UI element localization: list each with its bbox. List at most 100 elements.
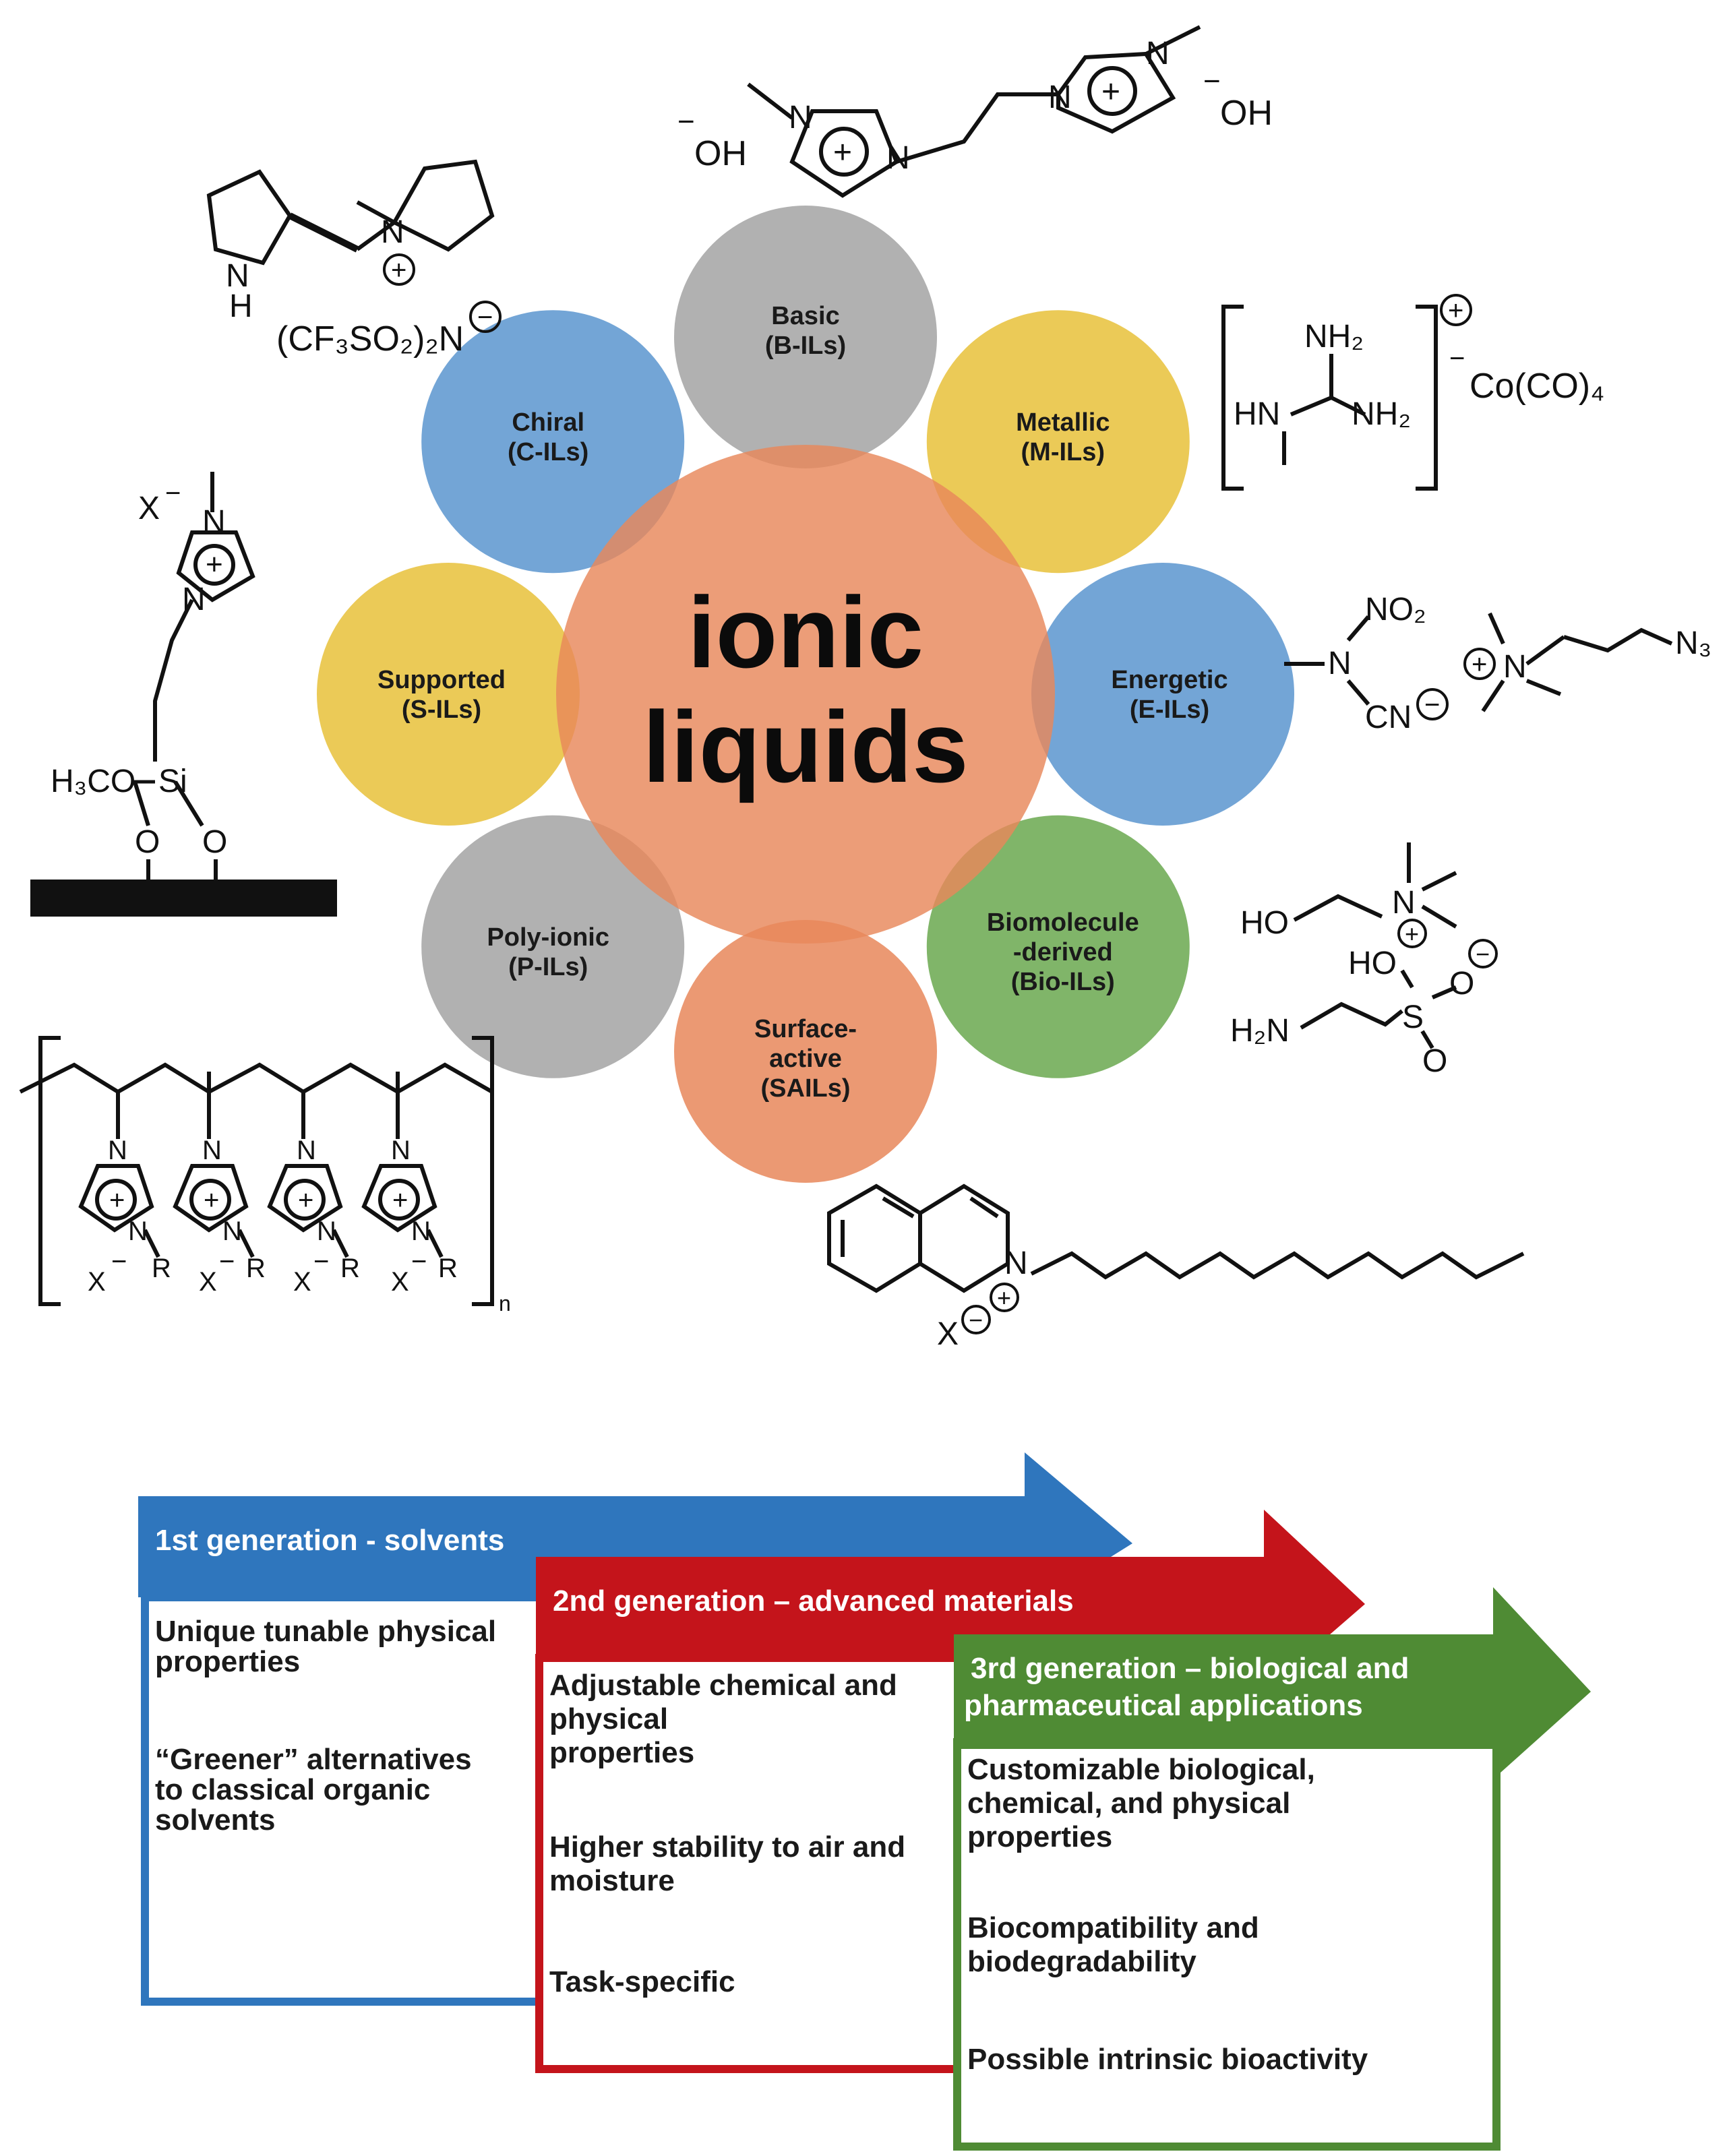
chem-minus-poly-4: − (411, 1247, 427, 1276)
chem-plus-supported: + (206, 548, 223, 581)
chem-n-basic-2: N (886, 140, 910, 176)
chem-plus-poly-4: + (392, 1185, 408, 1215)
chem-n-poly-2a: N (202, 1136, 222, 1165)
chem-n-poly-3b: N (317, 1216, 336, 1246)
generation-1-item-2-line-3: solvents (155, 1804, 276, 1837)
chem-ho-taurine: HO (1348, 946, 1397, 981)
chem-n-energetic: N (1328, 646, 1352, 681)
circle-basic (674, 206, 937, 468)
generation-3-box (953, 1738, 1501, 2151)
chem-minus-energetic: − (1424, 690, 1440, 720)
generation-3-item-1-line-2: chemical, and physical (967, 1787, 1290, 1820)
chem-n-basic-4: N (1146, 36, 1170, 71)
chem-oh-right: OH (1220, 94, 1273, 133)
charge-minus-circle-surface (961, 1305, 991, 1334)
chem-s: S (1402, 999, 1424, 1035)
circle-energetic-label-line-1: Energetic (1111, 666, 1228, 694)
chem-minus-bio: − (1476, 940, 1490, 968)
chem-minus-oh-right: − (1203, 65, 1221, 98)
chem-r-poly-3: R (340, 1254, 360, 1283)
generation-3-item-3-line-1: Possible intrinsic bioactivity (967, 2043, 1368, 2076)
circle-metallic (926, 310, 1190, 574)
generation-3-item-1-line-1: Customizable biological, (967, 1753, 1315, 1786)
chem-x-poly-4: X (391, 1267, 409, 1297)
chem-n-poly-4b: N (411, 1216, 431, 1246)
generation-2-item-1-line-1: Adjustable chemical and (549, 1669, 897, 1702)
chem-n-ammonium: N (1503, 649, 1527, 685)
chem-n-poly-1a: N (108, 1136, 127, 1165)
chem-n-basic-3: N (1048, 80, 1072, 115)
circle-basic-label-line-1: Basic (771, 302, 839, 330)
chem-plus-poly-3: + (298, 1185, 313, 1215)
charge-plus-circle-metallic (1440, 294, 1472, 326)
chem-o-taurine-1: O (1449, 966, 1474, 1002)
chem-si: Si (158, 764, 187, 799)
chem-no2: NO₂ (1365, 592, 1426, 627)
circle-polyionic-label-line-1: Poly-ionic (487, 923, 609, 952)
chem-r-poly-2: R (246, 1254, 266, 1283)
chem-nh2-right: NH₂ (1352, 396, 1411, 432)
chem-plus-poly-1: + (109, 1185, 125, 1215)
chem-cobalt: Co(CO)₄ (1470, 367, 1604, 406)
generation-3-item-1-line-3: properties (967, 1820, 1112, 1853)
charge-plus-circle-chiral (383, 253, 415, 286)
chem-tfsi: (CF₃SO₂)₂N (276, 319, 464, 359)
generation-3-arrow (954, 1587, 1591, 1779)
chem-oh-left: OH (694, 134, 747, 173)
center-circle (556, 445, 1055, 944)
generation-2-item-2-line-1: Higher stability to air and (549, 1830, 905, 1864)
generation-3-panel: 3rd generation – biological and pharmace… (953, 1587, 1591, 2151)
chem-x-surface: X (937, 1316, 959, 1352)
circle-biomolecule-label-line-1: Biomolecule (987, 908, 1139, 937)
circle-chiral-label-line-1: Chiral (512, 408, 584, 437)
chem-plus-energetic: + (1472, 650, 1487, 679)
generation-2-title: 2nd generation – advanced materials (553, 1584, 1074, 1618)
chem-n-chiral-ring: N (226, 258, 249, 294)
chem-minus-poly-1: − (111, 1247, 127, 1276)
chem-h3co: H₃CO (51, 764, 135, 799)
charge-plus-circle-bio (1397, 919, 1427, 948)
chem-n-poly-3a: N (297, 1136, 316, 1165)
circle-basic-label-line-2: (B-ILs) (765, 332, 846, 360)
chem-minus-metallic: − (1449, 344, 1465, 373)
generation-1-item-2-line-1: “Greener” alternatives (155, 1743, 472, 1776)
circle-labels-group: Basic(B-ILs)Metallic(M-ILs)Energetic(E-I… (377, 302, 1228, 1103)
chem-ho-choline: HO (1240, 905, 1289, 941)
charge-minus-circle-chiral (469, 301, 502, 333)
chem-o-supported-2: O (202, 824, 227, 860)
circle-energetic-label-line-2: (E-ILs) (1130, 696, 1209, 724)
chem-n-chiral-cation: N (381, 214, 404, 250)
center-title-line2: liquids (642, 690, 968, 803)
chem-o-supported-1: O (135, 824, 160, 860)
chem-cn: CN (1365, 700, 1412, 735)
chemical-structures (19, 25, 1673, 1306)
circle-supported-label-line-2: (S-ILs) (402, 696, 481, 724)
chem-plus-basic-2: + (1101, 74, 1120, 110)
circle-biomolecule-label-line-2: -derived (1013, 938, 1113, 966)
circle-surface-label-line-2: active (769, 1045, 842, 1073)
circle-surface-label-line-3: (SAILs) (761, 1074, 851, 1103)
circle-surface (674, 920, 937, 1183)
generation-3-title-line-2: pharmaceutical applications (964, 1689, 1363, 1722)
circle-supported (317, 563, 580, 826)
circle-energetic (1031, 563, 1294, 826)
chem-x-poly-2: X (199, 1267, 217, 1297)
circle-polyionic (421, 815, 685, 1078)
chem-plus-basic-1: + (833, 135, 852, 171)
generation-2-item-1-line-3: properties (549, 1736, 694, 1769)
bio-il-structure (1293, 842, 1457, 1049)
chem-x-supported: X (138, 491, 160, 526)
charge-plus-circle-energetic (1463, 648, 1496, 680)
circle-biomolecule (926, 815, 1190, 1078)
circle-surface-label-line-1: Surface- (754, 1015, 857, 1043)
chem-r-poly-1: R (152, 1254, 171, 1283)
generation-2-item-3-line-1: Task-specific (549, 1965, 735, 1998)
chiral-il-structure (206, 159, 495, 266)
circle-chiral-label-line-2: (C-ILs) (508, 438, 588, 466)
circle-chiral (421, 310, 685, 574)
generation-2-item-1-line-2: physical (549, 1702, 668, 1735)
chem-h-chiral: H (229, 288, 253, 324)
chem-plus-bio: + (1405, 920, 1419, 948)
generation-3-title-line-1: 3rd generation – biological and (971, 1652, 1409, 1685)
